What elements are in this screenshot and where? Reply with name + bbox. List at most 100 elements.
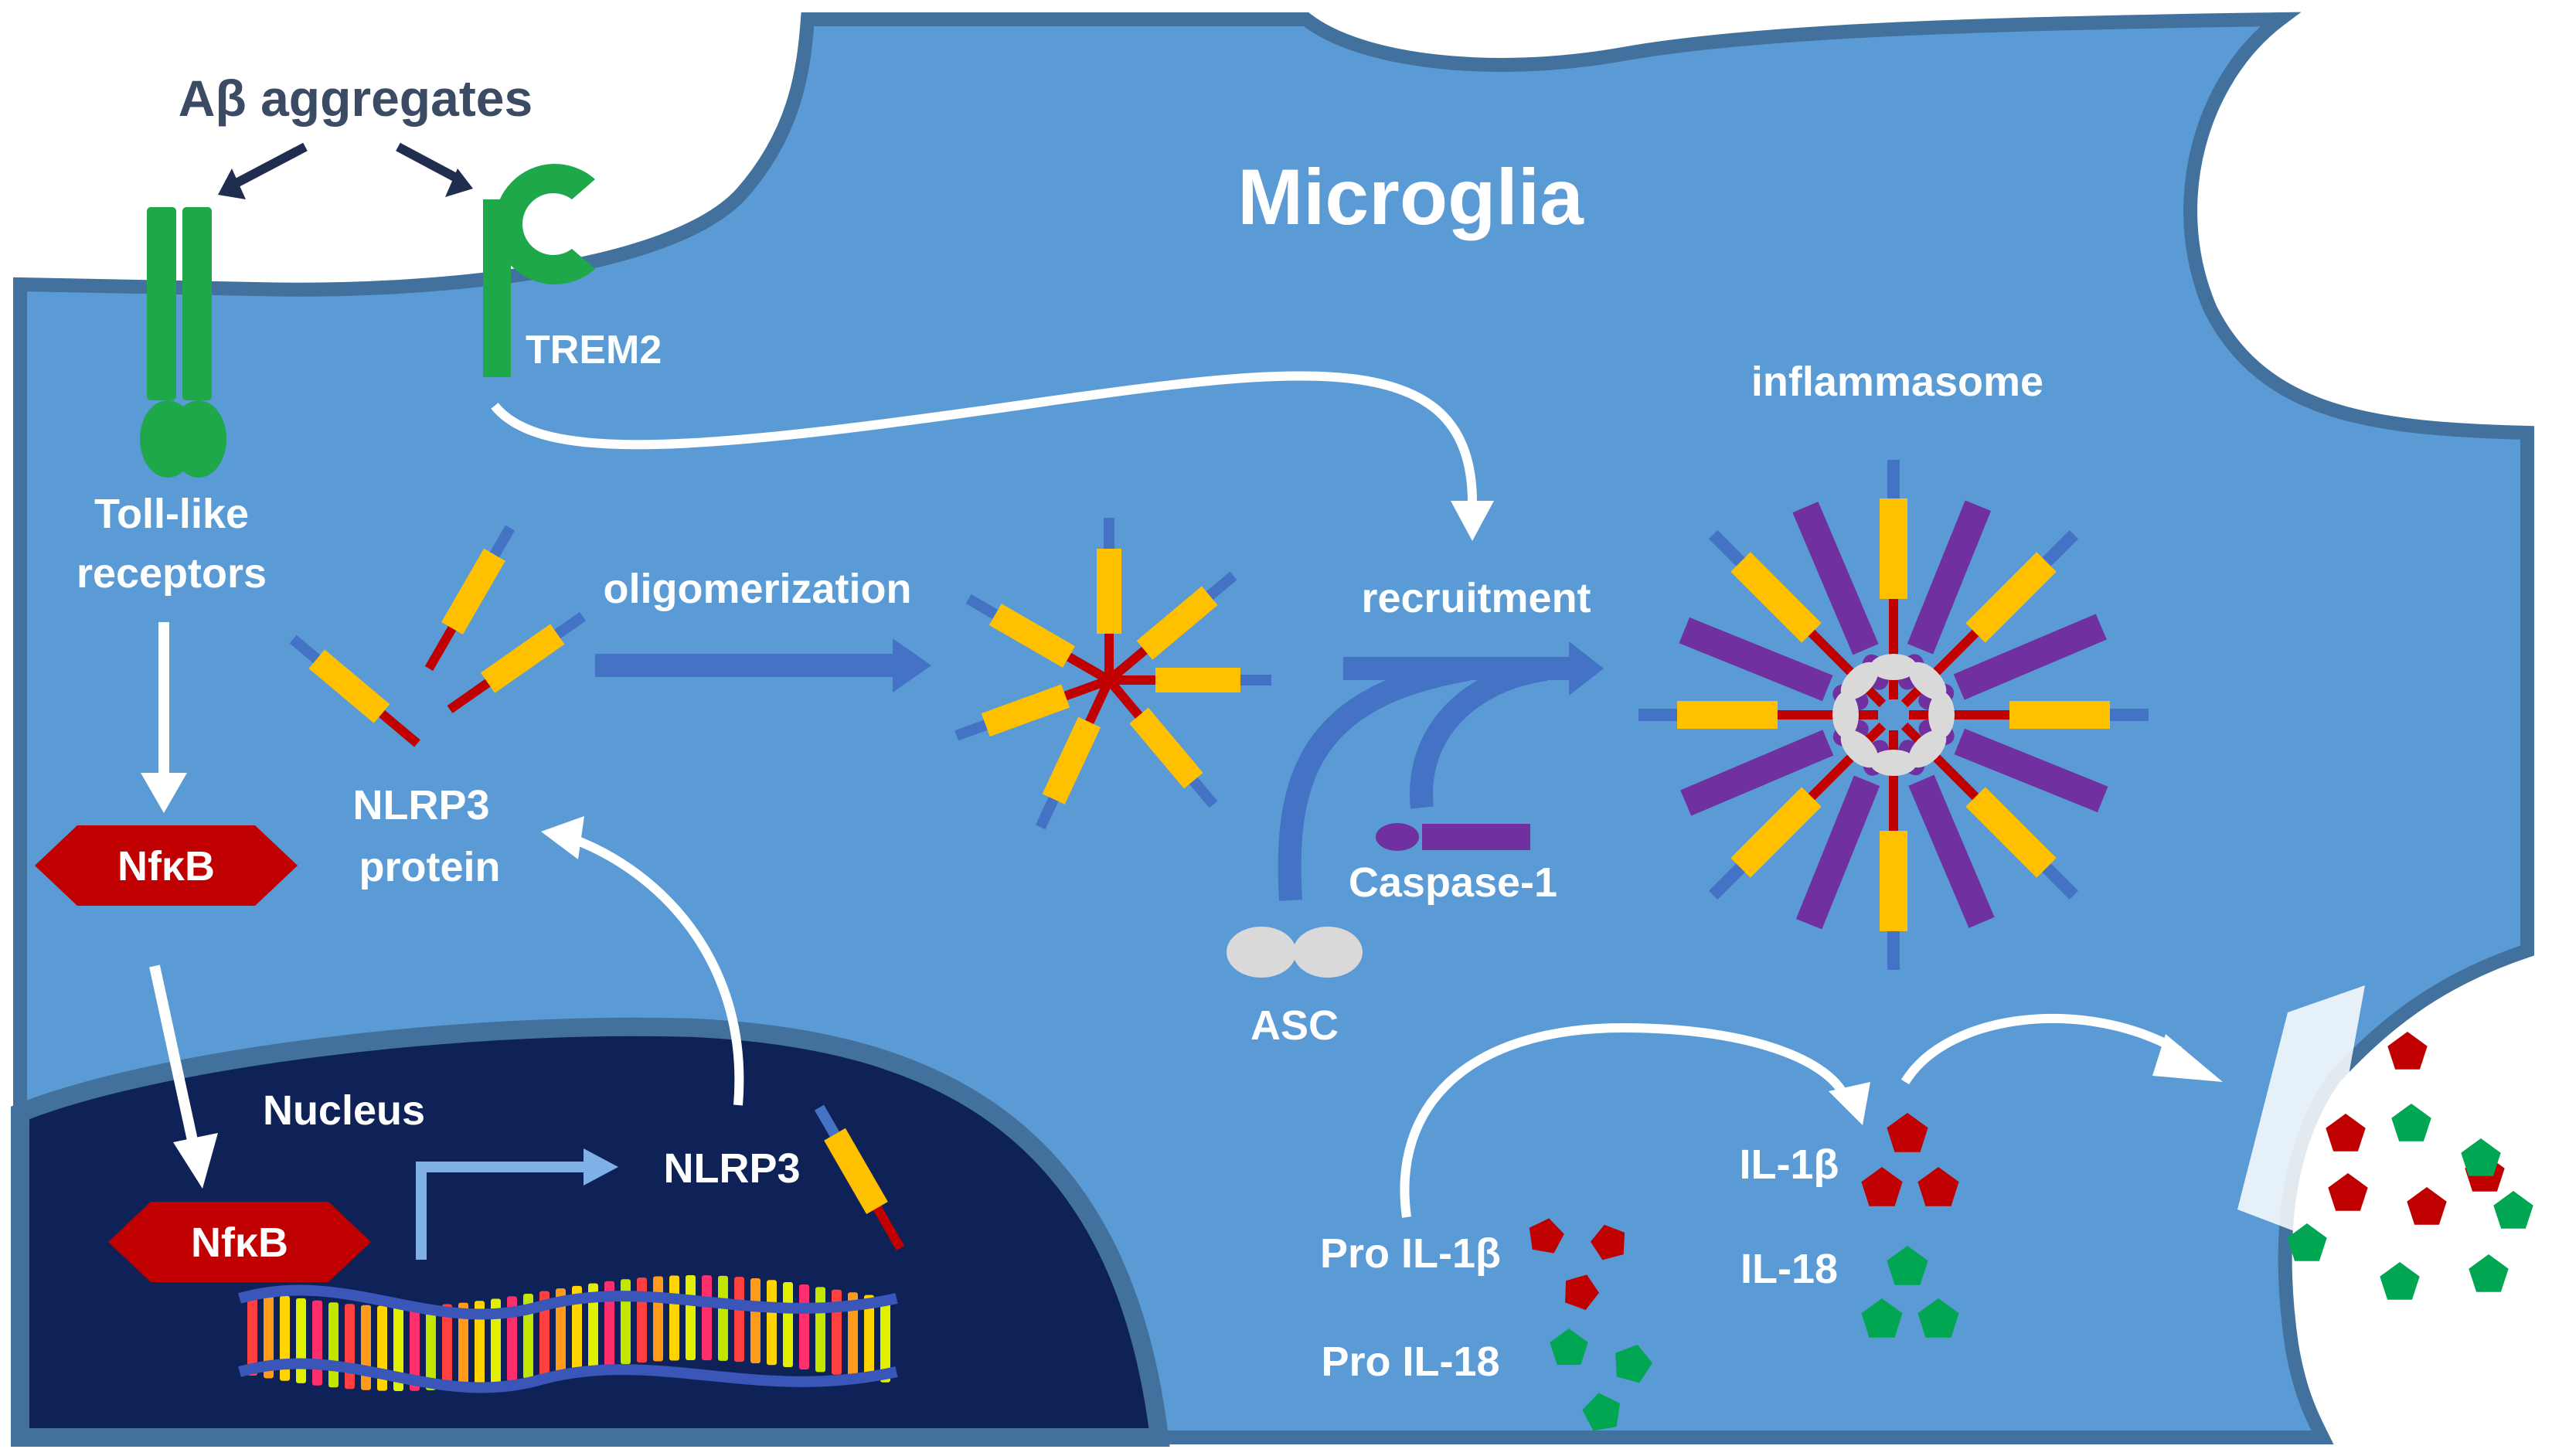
dna-base-pair bbox=[393, 1305, 403, 1391]
dna-base-pair bbox=[328, 1302, 339, 1388]
dna-base-pair bbox=[296, 1298, 306, 1383]
nlrp3-oligomer bbox=[954, 518, 1271, 830]
nlrp3-gene-label: NLRP3 bbox=[663, 1145, 800, 1192]
released-il1b-molecule bbox=[2387, 1032, 2428, 1070]
dna-base-pair bbox=[442, 1304, 452, 1390]
trem2-receptor bbox=[483, 164, 595, 377]
dna-base-pair bbox=[572, 1285, 582, 1371]
dna-base-pair bbox=[247, 1291, 257, 1376]
inflammasome-asc bbox=[1840, 662, 1879, 700]
nlrp3-protein-arrowhead bbox=[541, 816, 584, 859]
released-il1b-molecule bbox=[2326, 1114, 2366, 1152]
caspase-recruitment-curve bbox=[1410, 658, 1548, 809]
nlrp3-protein-label-line2: protein bbox=[359, 844, 501, 890]
caspase1-label: Caspase-1 bbox=[1349, 859, 1557, 906]
asc-label: ASC bbox=[1250, 1002, 1339, 1049]
dna-base-pair bbox=[426, 1305, 436, 1390]
oligomerization-arrow bbox=[595, 654, 897, 677]
released-il18-molecule bbox=[2461, 1138, 2501, 1176]
dna-strand bbox=[238, 1358, 898, 1393]
oligomerization-label: oligomerization bbox=[603, 566, 911, 612]
inflammasome-asc bbox=[1908, 662, 1947, 700]
dna-base-pair bbox=[653, 1276, 663, 1362]
inflammasome-asc bbox=[1832, 692, 1859, 738]
nlrp3-oligomer-unit bbox=[1109, 668, 1271, 692]
il1b-label: IL-1β bbox=[1740, 1141, 1839, 1188]
dna-base-pair bbox=[669, 1275, 679, 1361]
inflammasome-asc bbox=[1928, 692, 1955, 738]
dna-base-pair bbox=[767, 1280, 777, 1366]
dna-base-pair bbox=[264, 1293, 274, 1379]
inflammasome-nlrp3-spoke bbox=[1909, 701, 2149, 729]
dna-base-pair bbox=[604, 1281, 614, 1366]
dna-base-pair bbox=[491, 1298, 501, 1384]
il18-molecule bbox=[1917, 1298, 1959, 1338]
dna-base-pair bbox=[750, 1278, 760, 1364]
dna-base-pair bbox=[702, 1275, 712, 1361]
transcription-arrowhead bbox=[584, 1148, 618, 1186]
inflammasome-asc bbox=[1870, 750, 1917, 776]
abeta-to-trem2-arrow bbox=[396, 142, 458, 182]
released-il18-molecule bbox=[2469, 1254, 2509, 1292]
dna-base-pair bbox=[345, 1304, 355, 1390]
dna-base-pair bbox=[864, 1294, 874, 1380]
nfkb-nucleus-badge: NfκB bbox=[108, 1202, 371, 1282]
dna-base-pair bbox=[718, 1275, 728, 1361]
cytokine-release-arrowhead bbox=[2152, 1034, 2223, 1082]
il1b-molecule bbox=[1861, 1167, 1903, 1206]
nlrp3-monomer bbox=[447, 611, 587, 713]
oligomerization-arrowhead bbox=[893, 638, 931, 692]
inflammasome-asc bbox=[1870, 654, 1917, 680]
pro-il1b-molecule bbox=[1591, 1224, 1625, 1260]
dna-base-pair bbox=[734, 1277, 744, 1362]
nlrp3-oligomer-unit bbox=[1097, 518, 1121, 680]
nlrp3-oligomer-unit bbox=[1035, 678, 1114, 830]
inflammasome-complex bbox=[1638, 460, 2149, 970]
nlrp3-protein-label-line1: NLRP3 bbox=[352, 782, 489, 828]
il18-molecule bbox=[1887, 1246, 1928, 1285]
inflammasome-nlrp3-spoke bbox=[1880, 460, 1907, 699]
caspase1-molecule bbox=[1376, 823, 1530, 851]
dna-base-pair bbox=[799, 1284, 809, 1370]
trem2-arrowhead bbox=[1451, 501, 1494, 541]
nlrp3-oligomer-unit bbox=[965, 594, 1111, 685]
released-il18-molecule bbox=[2391, 1104, 2431, 1141]
inflammasome-asc bbox=[1840, 730, 1879, 768]
nlrp3-oligomer-unit bbox=[1105, 677, 1218, 808]
released-il18-molecule bbox=[2287, 1223, 2327, 1261]
released-il18-molecule bbox=[2380, 1262, 2420, 1300]
toll-like-label: Toll-like bbox=[94, 491, 249, 537]
nlrp3-gene-product bbox=[814, 1104, 905, 1250]
nfkb-to-nucleus-arrow bbox=[149, 964, 199, 1145]
abeta-to-tlr-arrowhead bbox=[218, 168, 246, 199]
released-il18-molecule bbox=[2493, 1191, 2533, 1229]
dna-helix bbox=[238, 1275, 898, 1393]
pro-il18-molecule bbox=[1550, 1328, 1588, 1365]
oligomer-core bbox=[1106, 677, 1112, 683]
nlrp3-monomer bbox=[424, 525, 516, 671]
nfkb-nucleus-label: NfκB bbox=[191, 1220, 288, 1266]
pro-il1b-molecule bbox=[1529, 1218, 1564, 1254]
abeta-to-tlr-arrow bbox=[230, 142, 308, 190]
pro-il18-molecule bbox=[1615, 1344, 1652, 1383]
il1b-molecule bbox=[1917, 1167, 1959, 1206]
trem2-label: TREM2 bbox=[526, 328, 662, 373]
asc-recruitment-curve bbox=[1278, 658, 1471, 901]
membrane-pore bbox=[2237, 985, 2365, 1240]
pro-il1b-molecule bbox=[1565, 1274, 1599, 1311]
cytokine-maturation-arrowhead bbox=[1829, 1082, 1870, 1125]
nlrp3-monomer-group bbox=[289, 525, 905, 1250]
dna-base-pair bbox=[848, 1292, 858, 1378]
dna-base-pair bbox=[458, 1302, 468, 1388]
toll-like-receptor bbox=[140, 207, 226, 478]
nfkb-cytoplasm-badge: NfκB bbox=[35, 825, 298, 906]
tlr-to-nfkb-arrowhead bbox=[141, 773, 187, 813]
microglia-title: Microglia bbox=[1237, 153, 1584, 241]
abeta-to-trem2-arrowhead bbox=[445, 168, 473, 197]
nlrp3-monomer bbox=[289, 634, 420, 747]
cytokine-group bbox=[1529, 1032, 2533, 1431]
nlrp3-oligomer-unit bbox=[954, 675, 1111, 741]
nfkb-to-nucleus-arrowhead bbox=[173, 1133, 218, 1189]
